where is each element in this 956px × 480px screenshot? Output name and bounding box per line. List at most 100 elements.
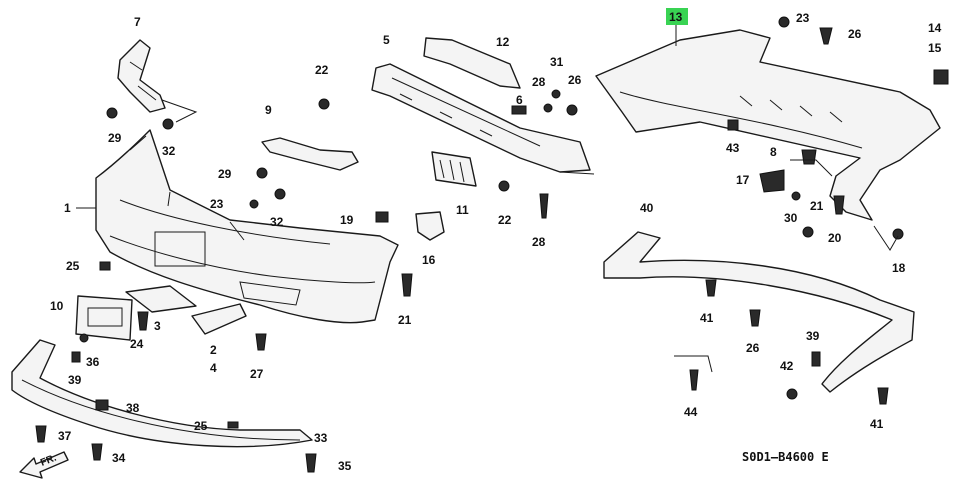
callout-25[interactable]: 25 — [194, 419, 208, 433]
highlight-box — [666, 8, 688, 25]
callout-41[interactable]: 41 — [700, 311, 714, 325]
callout-13[interactable]: 13 — [669, 10, 683, 24]
clip-icon — [566, 104, 578, 116]
callout-34[interactable]: 34 — [112, 451, 126, 465]
bolt-icon — [498, 180, 510, 192]
callout-22[interactable]: 22 — [498, 213, 512, 227]
callout-18[interactable]: 18 — [892, 261, 906, 275]
callout-31[interactable]: 31 — [550, 55, 564, 69]
callout-4[interactable]: 4 — [210, 361, 217, 375]
callout-41[interactable]: 41 — [870, 417, 884, 431]
callout-6[interactable]: 6 — [516, 93, 523, 107]
leader-lines — [76, 24, 899, 373]
callout-29[interactable]: 29 — [218, 167, 232, 181]
nut-icon — [256, 167, 268, 179]
front-bumper-absorber[interactable] — [431, 151, 477, 187]
callout-40[interactable]: 40 — [640, 201, 654, 215]
callout-3[interactable]: 3 — [154, 319, 161, 333]
callout-24[interactable]: 24 — [130, 337, 144, 351]
rear-lower-spoiler[interactable] — [603, 231, 915, 393]
nut-icon — [274, 188, 286, 200]
callout-7[interactable]: 7 — [134, 15, 141, 29]
callout-1[interactable]: 1 — [64, 201, 71, 215]
spacer-icon — [759, 169, 785, 193]
clip-icon — [801, 149, 817, 165]
clip-icon — [401, 273, 413, 297]
clip-icon — [539, 193, 549, 219]
callout-38[interactable]: 38 — [126, 401, 140, 415]
callout-14[interactable]: 14 — [928, 21, 942, 35]
callout-15[interactable]: 15 — [928, 41, 942, 55]
front-absorber-beam[interactable] — [423, 37, 521, 89]
rear-bumper-face[interactable] — [595, 29, 941, 221]
front-plate-bracket[interactable] — [125, 285, 197, 313]
diagram-code: S0D1–B4600 E — [742, 450, 829, 464]
front-lower-spoiler[interactable] — [11, 339, 313, 448]
front-upper-bracket[interactable] — [117, 39, 166, 113]
callout-10[interactable]: 10 — [50, 299, 64, 313]
bolt-icon — [802, 226, 814, 238]
callout-11[interactable]: 11 — [456, 203, 469, 217]
clip-icon — [375, 211, 389, 223]
callout-8[interactable]: 8 — [770, 145, 777, 159]
bolt-icon — [551, 89, 561, 99]
callout-19[interactable]: 19 — [340, 213, 354, 227]
clip-icon — [137, 311, 149, 331]
callout-39[interactable]: 39 — [68, 373, 82, 387]
callout-43[interactable]: 43 — [726, 141, 740, 155]
callout-5[interactable]: 5 — [383, 33, 390, 47]
callout-42[interactable]: 42 — [780, 359, 794, 373]
callout-33[interactable]: 33 — [314, 431, 328, 445]
bolt-icon — [249, 199, 259, 209]
front-marker: FR. — [39, 452, 58, 468]
callout-29[interactable]: 29 — [108, 131, 122, 145]
callout-26[interactable]: 26 — [568, 73, 582, 87]
callout-21[interactable]: 21 — [398, 313, 412, 327]
clip-icon — [99, 261, 111, 271]
callout-28[interactable]: 28 — [532, 75, 546, 89]
clip-icon — [705, 279, 717, 297]
clip-icon — [255, 333, 267, 351]
clip-icon — [35, 425, 47, 443]
callout-37[interactable]: 37 — [58, 429, 72, 443]
nut-icon — [162, 118, 174, 130]
callout-23[interactable]: 23 — [210, 197, 224, 211]
callout-labels: 1 2 3 4 5 6 7 8 9 10 11 12 13 14 15 16 1… — [50, 10, 942, 473]
callout-30[interactable]: 30 — [784, 211, 798, 225]
callout-2[interactable]: 2 — [210, 343, 217, 357]
callout-26[interactable]: 26 — [746, 341, 760, 355]
callout-35[interactable]: 35 — [338, 459, 352, 473]
rubber-bumper-icon — [933, 69, 949, 85]
clip-icon — [833, 195, 845, 215]
callout-21[interactable]: 21 — [810, 199, 824, 213]
bolt-icon — [778, 16, 790, 28]
callout-32[interactable]: 32 — [270, 215, 284, 229]
callout-22[interactable]: 22 — [315, 63, 329, 77]
callout-9[interactable]: 9 — [265, 103, 272, 117]
bolt-icon — [689, 369, 699, 391]
front-bumper-beam[interactable] — [371, 63, 591, 173]
callout-26[interactable]: 26 — [848, 27, 862, 41]
front-spacer[interactable] — [415, 211, 445, 241]
callout-39[interactable]: 39 — [806, 329, 820, 343]
callout-36[interactable]: 36 — [86, 355, 100, 369]
callout-17[interactable]: 17 — [736, 173, 750, 187]
bolt-icon — [786, 388, 798, 400]
bolt-icon — [318, 98, 330, 110]
front-bumper-face[interactable] — [95, 129, 399, 324]
callout-23[interactable]: 23 — [796, 11, 810, 25]
callout-20[interactable]: 20 — [828, 231, 842, 245]
callout-32[interactable]: 32 — [162, 144, 176, 158]
callout-28[interactable]: 28 — [532, 235, 546, 249]
front-air-duct[interactable] — [191, 303, 247, 335]
callout-44[interactable]: 44 — [684, 405, 698, 419]
front-side-bracket[interactable] — [261, 137, 359, 171]
callout-12[interactable]: 12 — [496, 35, 510, 49]
clip-icon — [91, 443, 103, 461]
callout-16[interactable]: 16 — [422, 253, 436, 267]
clip-icon — [95, 399, 109, 411]
bolt-icon — [791, 191, 801, 201]
callout-25[interactable]: 25 — [66, 259, 80, 273]
license-plate-base[interactable] — [75, 295, 133, 341]
callout-27[interactable]: 27 — [250, 367, 264, 381]
